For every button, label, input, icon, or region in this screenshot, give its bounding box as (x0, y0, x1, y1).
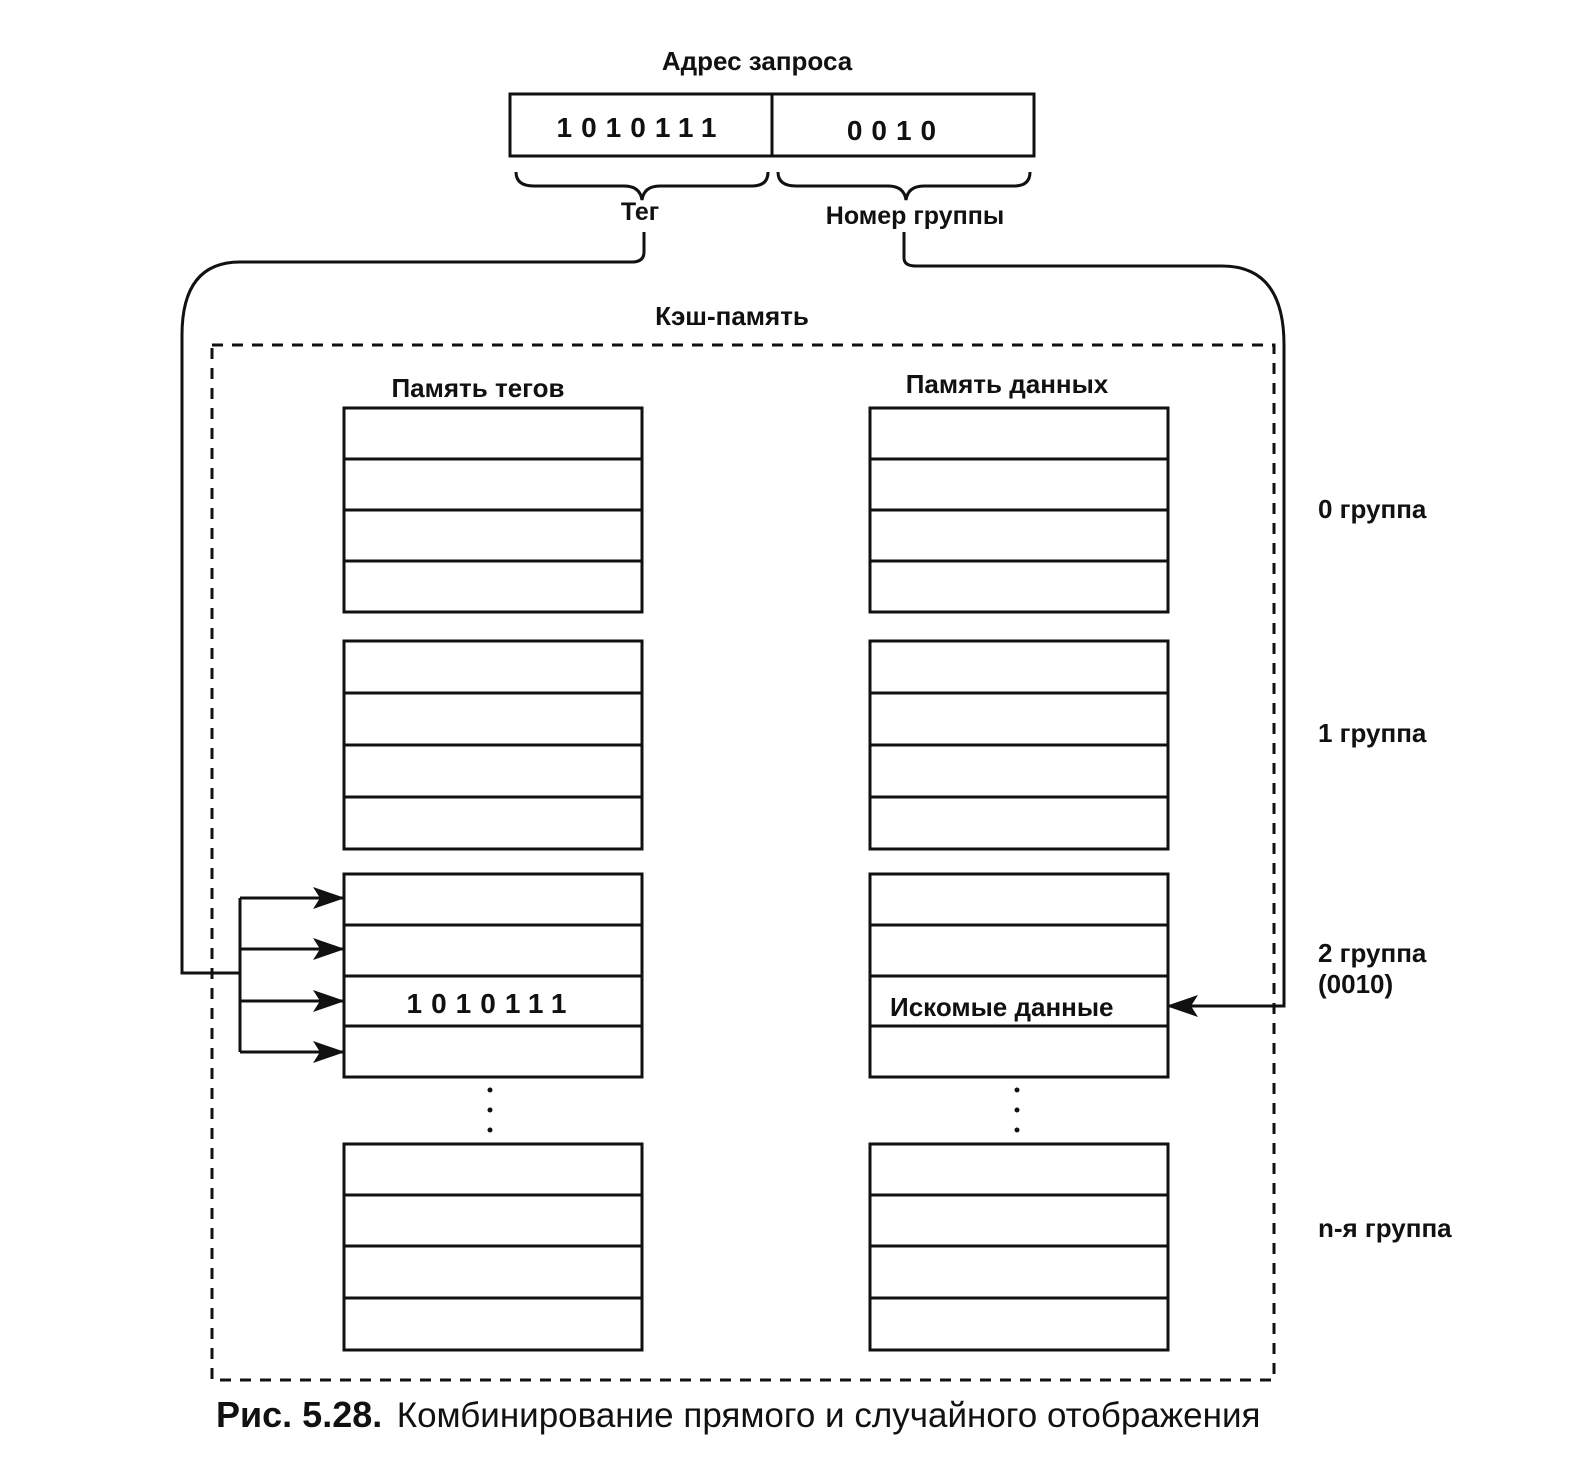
group-1-label: 1 группа (1318, 718, 1427, 748)
data-memory-group-2: Искомые данные (868, 872, 1170, 1079)
caption-text: Комбинирование прямого и случайного отоб… (397, 1396, 1261, 1435)
matched-tag-value: 1010111 (407, 988, 576, 1019)
tag-connector-line (180, 232, 646, 975)
cache-title: Кэш-память (655, 301, 809, 331)
data-memory-group-n (868, 1142, 1170, 1352)
tag-fanout-arrows (238, 887, 345, 1063)
data-memory-ellipsis (1014, 1087, 1020, 1133)
tag-memory-label: Память тегов (391, 373, 564, 403)
data-memory-group-1 (868, 639, 1170, 851)
sought-data-label: Искомые данные (890, 992, 1114, 1022)
group-field (770, 92, 1036, 158)
group-2-sublabel: (0010) (1318, 969, 1393, 999)
tag-label: Тег (621, 198, 659, 226)
data-memory-label: Память данных (906, 369, 1109, 399)
tag-memory-group-0 (342, 406, 644, 614)
tag-memory-ellipsis (487, 1087, 493, 1133)
data-memory-group-0 (868, 406, 1170, 614)
tag-memory-group-n (342, 1142, 644, 1352)
address-register: 1010111 0010 (508, 92, 1036, 158)
group-2-label: 2 группа (1318, 938, 1427, 968)
figure-caption: Рис. 5.28. Комбинирование прямого и случ… (216, 1394, 1260, 1435)
tag-brace (514, 171, 770, 201)
group-bits: 0010 (847, 115, 945, 146)
group-0-label: 0 группа (1318, 494, 1427, 524)
tag-memory-group-1 (342, 639, 644, 851)
group-connector-line (902, 232, 1286, 1017)
address-title: Адрес запроса (662, 46, 853, 76)
caption-number: Рис. 5.28. (216, 1394, 382, 1435)
group-n-label: n-я группа (1318, 1213, 1452, 1243)
group-brace (776, 171, 1032, 201)
cache-boundary (210, 343, 1276, 1382)
tag-bits: 1010111 (557, 112, 726, 143)
group-number-label: Номер группы (826, 202, 1004, 230)
tag-memory-group-2: 1010111 (342, 872, 644, 1079)
